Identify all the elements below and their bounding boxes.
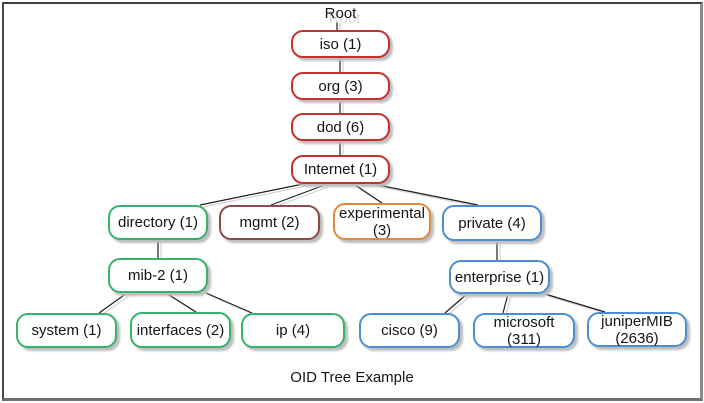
connector [367,182,479,206]
node-dod: dod (6) [291,113,390,141]
node-label: (311) [507,330,541,348]
connector-shadow [370,184,482,208]
node-microsoft: microsoft(311) [473,313,575,348]
node-cisco: cisco (9) [359,313,460,348]
node-label: enterprise (1) [454,268,545,286]
node-experimental: experimental(3) [333,203,431,240]
node-mgmt: mgmt (2) [219,205,320,240]
root-label: Root [324,5,357,22]
node-internet: Internet (1) [291,155,390,184]
connector [444,293,468,314]
node-label: Internet (1) [303,161,378,178]
node-label: juniperMIB [601,312,673,330]
connector [351,182,383,204]
node-label: private (4) [458,214,526,232]
node-label: experimental [339,204,425,222]
node-label: (2636) [615,329,659,347]
node-interfaces: interfaces (2) [130,312,231,348]
connector-shadow [273,184,334,208]
node-iso: iso (1) [291,30,390,58]
connector [205,292,253,314]
node-juniperMIB: juniperMIB(2636) [587,312,687,347]
diagram-title: OID Tree Example [290,369,414,386]
node-mib-2: mib-2 (1) [108,258,208,293]
node-label: org (3) [318,77,363,95]
node-org: org (3) [291,72,390,100]
connector [270,182,331,206]
node-label: cisco (9) [381,322,438,339]
connector-shadow [101,294,131,316]
node-label: iso (1) [319,35,362,53]
connector-shadow [447,295,471,316]
node-label: mgmt (2) [239,214,300,231]
node-label: dod (6) [316,118,365,136]
connector-shadow [547,295,609,315]
connector [98,292,128,314]
connector-shadow [505,295,512,316]
connector [502,293,509,314]
node-private: private (4) [442,205,542,241]
connector [165,292,197,313]
connector [199,182,309,206]
node-label: ip (4) [275,322,311,339]
root-label-ghost: Root [328,10,361,27]
node-label: system (1) [31,322,102,339]
node-ip: ip (4) [241,313,345,348]
node-label: directory (1) [117,214,199,231]
node-directory: directory (1) [108,205,208,240]
node-label: mib-2 (1) [127,267,188,284]
node-label: (3) [372,221,392,239]
connector-shadow [202,184,312,208]
node-label: microsoft [493,313,555,331]
node-system: system (1) [16,313,117,348]
node-label: interfaces (2) [136,321,225,339]
connector [544,293,606,313]
node-enterprise: enterprise (1) [449,260,550,294]
connector-shadow [208,294,256,316]
